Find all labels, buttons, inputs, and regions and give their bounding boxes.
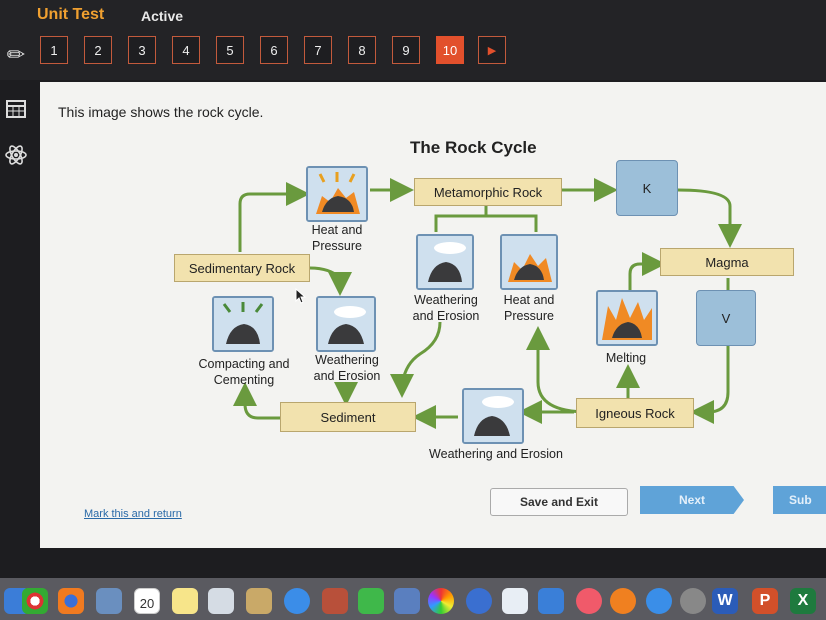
caption-compacting: Compacting and Cementing	[198, 357, 290, 387]
word-icon[interactable]: W	[712, 588, 738, 614]
weathering-erosion-image-left	[316, 296, 376, 352]
rock-cycle-diagram: The Rock Cycle Metamorphic Rock K Magma …	[40, 82, 826, 482]
next-question-arrow-icon[interactable]: ▶	[478, 36, 506, 64]
question-button-2[interactable]: 2	[84, 36, 112, 64]
family-icon[interactable]	[466, 588, 492, 614]
preview-icon[interactable]	[96, 588, 122, 614]
books-icon[interactable]	[610, 588, 636, 614]
keynote-icon[interactable]	[538, 588, 564, 614]
macos-dock: 20 W P X	[0, 578, 826, 620]
melting-image	[596, 290, 658, 346]
app-title: Unit Test	[37, 6, 105, 23]
caption-weathering-left: Weathering and Erosion	[313, 353, 381, 383]
contacts-icon[interactable]	[246, 588, 272, 614]
chrome-icon[interactable]	[22, 588, 48, 614]
powerpoint-icon[interactable]: P	[752, 588, 778, 614]
submit-button[interactable]: Sub	[773, 486, 826, 514]
caption-weathering-center: Weathering and Erosion	[412, 293, 480, 323]
sediment-node: Sediment	[280, 402, 416, 432]
sedimentary-rock-node: Sedimentary Rock	[174, 254, 310, 282]
photo-booth-icon[interactable]	[322, 588, 348, 614]
diagram-title: The Rock Cycle	[410, 138, 537, 157]
calendar-icon[interactable]: 20	[134, 588, 160, 614]
photos-icon[interactable]	[428, 588, 454, 614]
caption-melting: Melting	[605, 351, 647, 365]
question-button-10[interactable]: 10	[436, 36, 464, 64]
drafts-icon[interactable]	[394, 588, 420, 614]
top-bar: Unit Test Active 1 2 3 4 5 6 7 8 9 10 ▶	[0, 0, 826, 80]
weathering-erosion-image-bottom	[462, 388, 524, 444]
mark-return-link[interactable]: Mark this and return	[84, 508, 182, 520]
heat-pressure-image-center	[500, 234, 558, 290]
question-button-7[interactable]: 7	[304, 36, 332, 64]
heat-pressure-image	[306, 166, 368, 222]
igneous-rock-node: Igneous Rock	[576, 398, 694, 428]
reminders-icon[interactable]	[208, 588, 234, 614]
magma-node: Magma	[660, 248, 794, 276]
question-button-8[interactable]: 8	[348, 36, 376, 64]
caption-weathering-bottom: Weathering and Erosion	[429, 447, 563, 461]
facetime-icon[interactable]	[358, 588, 384, 614]
numbers-icon[interactable]	[502, 588, 528, 614]
atom-icon[interactable]	[0, 140, 32, 170]
mouse-cursor-icon	[295, 288, 307, 304]
caption-heat-pressure-center: Heat and Pressure	[503, 293, 555, 323]
answer-box-v[interactable]: V	[696, 290, 756, 346]
save-exit-button[interactable]: Save and Exit	[490, 488, 628, 516]
cycle-arrows	[233, 178, 742, 429]
notes-icon[interactable]	[172, 588, 198, 614]
status-label: Active	[141, 8, 184, 24]
answer-box-k[interactable]: K	[616, 160, 678, 216]
question-button-9[interactable]: 9	[392, 36, 420, 64]
compacting-image	[212, 296, 274, 352]
music-icon[interactable]	[576, 588, 602, 614]
firefox-icon[interactable]	[58, 588, 84, 614]
question-prompt: This image shows the rock cycle.	[58, 104, 264, 120]
left-toolbar: ✏	[0, 40, 40, 210]
question-button-4[interactable]: 4	[172, 36, 200, 64]
question-button-1[interactable]: 1	[40, 36, 68, 64]
excel-icon[interactable]: X	[790, 588, 816, 614]
pencil-icon[interactable]: ✏	[6, 42, 26, 67]
question-panel: This image shows the rock cycle.	[40, 82, 826, 548]
app-store-icon[interactable]	[646, 588, 672, 614]
messages-icon[interactable]	[284, 588, 310, 614]
question-button-5[interactable]: 5	[216, 36, 244, 64]
question-button-3[interactable]: 3	[128, 36, 156, 64]
caption-heat-pressure-top: Heat and Pressure	[311, 223, 363, 253]
question-button-6[interactable]: 6	[260, 36, 288, 64]
weathering-erosion-image-center	[416, 234, 474, 290]
system-preferences-icon[interactable]	[680, 588, 706, 614]
calculator-icon[interactable]	[0, 94, 32, 124]
next-button[interactable]: Next	[640, 486, 744, 514]
metamorphic-rock-node: Metamorphic Rock	[414, 178, 562, 206]
